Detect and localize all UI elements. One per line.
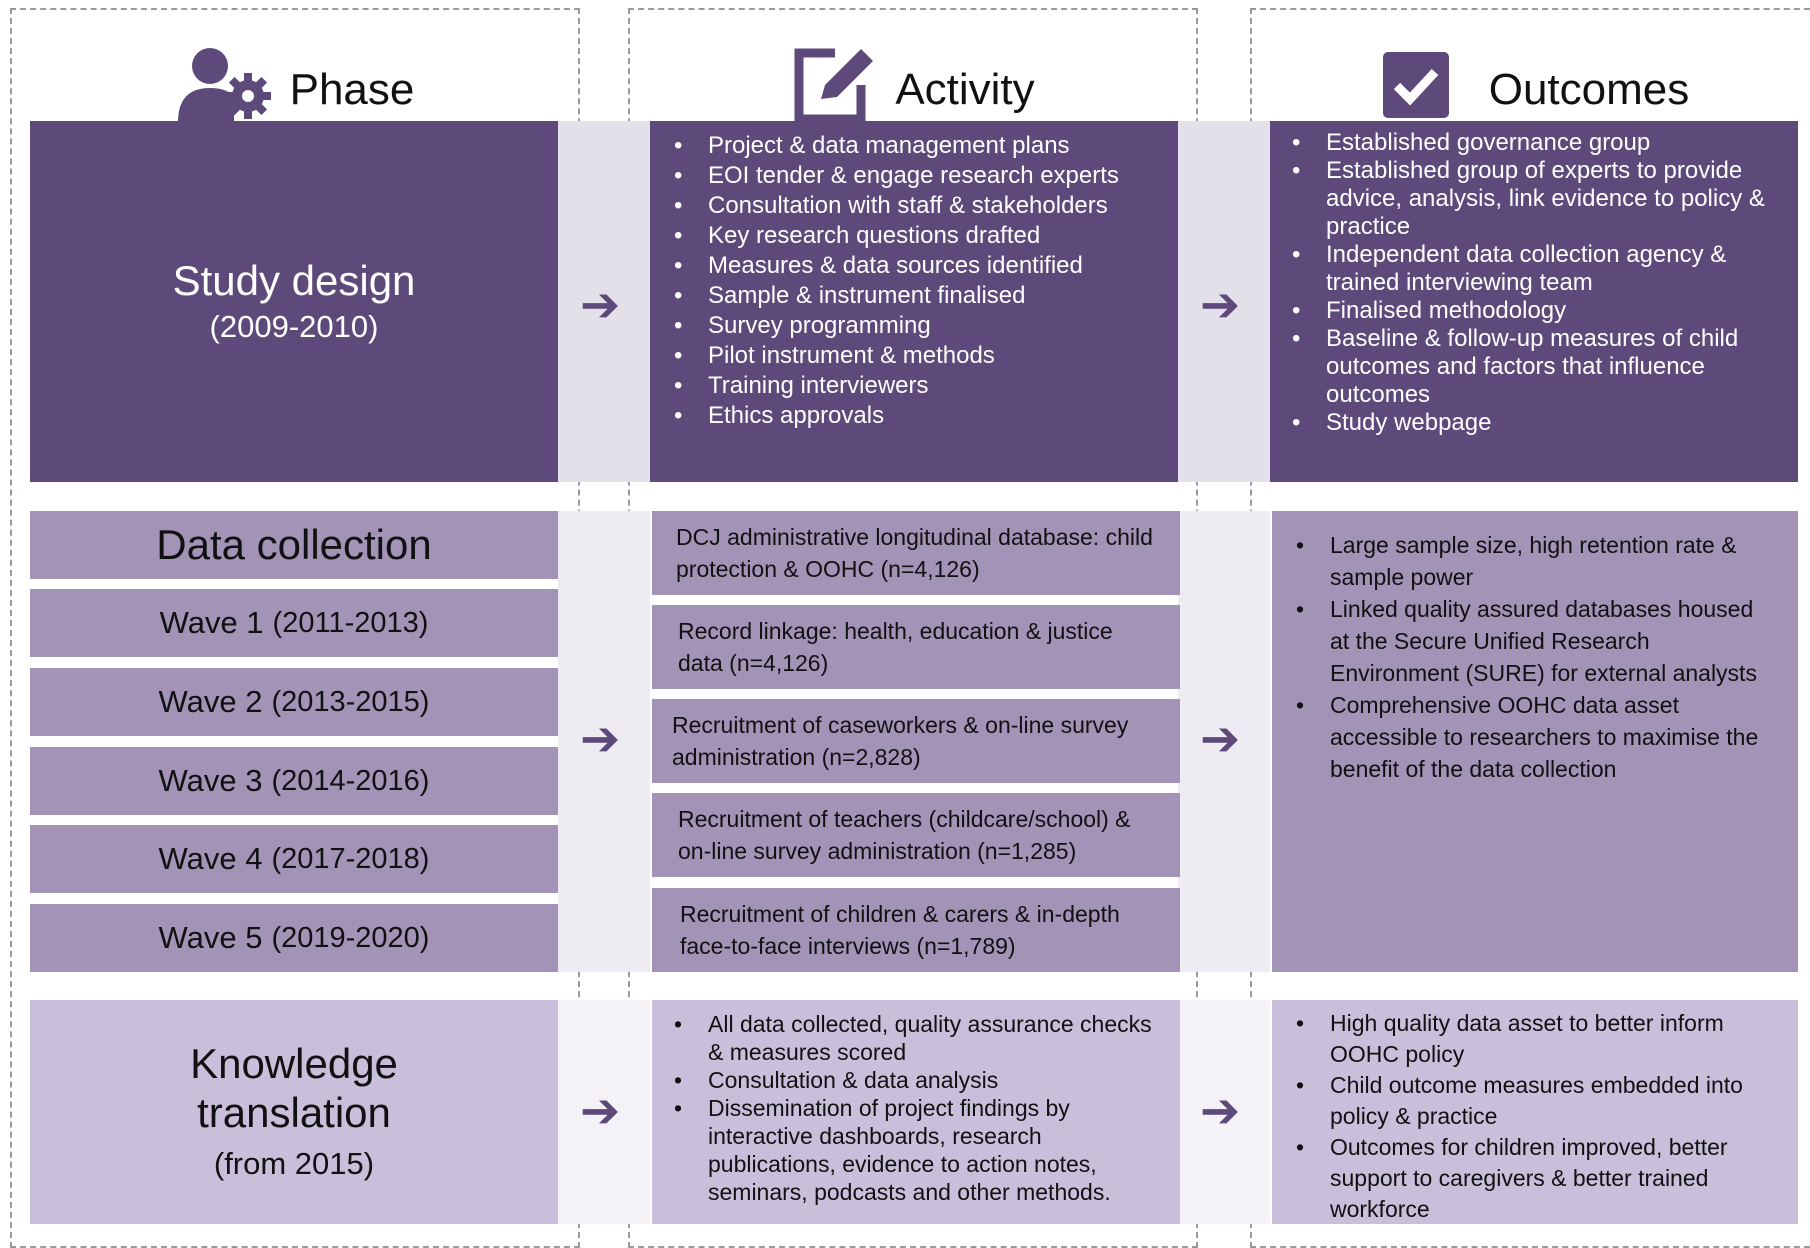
study-design-phase-box: Study design (2009-2010) [30, 121, 558, 482]
data-collection-phase-box: Data collection Wave 1(2011-2013) Wave 2… [30, 511, 558, 972]
study-design-activity-list: Project & data management plansEOI tende… [668, 131, 1158, 431]
study-design-years: (2009-2010) [209, 309, 379, 344]
outcome-item: Established group of experts to provide … [1286, 157, 1778, 241]
activity-teachers: Recruitment of teachers (childcare/schoo… [652, 793, 1180, 877]
wave-5-cell: Wave 5(2019-2020) [30, 904, 558, 972]
outcome-item: Linked quality assured databases housed … [1290, 593, 1776, 689]
activity-item: Training interviewers [668, 371, 1158, 401]
wave-2-label: Wave 2 [158, 684, 263, 719]
activity-item: Key research questions drafted [668, 221, 1158, 251]
outcome-item: Established governance group [1286, 129, 1778, 157]
activity-item: Dissemination of project findings by int… [668, 1094, 1160, 1206]
activity-item: Project & data management plans [668, 131, 1158, 161]
connector-strip-3 [558, 511, 650, 972]
activity-item: Survey programming [668, 311, 1158, 341]
outcome-item: Baseline & follow-up measures of child o… [1286, 325, 1778, 409]
wave-3-cell: Wave 3(2014-2016) [30, 747, 558, 815]
arrow-right-icon: ➔ [580, 279, 621, 332]
outcome-item: Outcomes for children improved, better s… [1290, 1132, 1774, 1225]
activity-caseworkers-text: Recruitment of caseworkers & on-line sur… [672, 712, 1129, 770]
activity-record-linkage-text: Record linkage: health, education & just… [678, 618, 1113, 676]
outcomes-header-label: Outcomes [1488, 65, 1690, 114]
wave-1-cell: Wave 1(2011-2013) [30, 589, 558, 657]
wave-1-years: (2011-2013) [272, 606, 429, 639]
wave-5-years: (2019-2020) [271, 921, 430, 954]
study-design-outcomes-list: Established governance groupEstablished … [1286, 129, 1778, 437]
wave-3-years: (2014-2016) [271, 764, 430, 797]
activity-item: Pilot instrument & methods [668, 341, 1158, 371]
outcome-item: Study webpage [1286, 409, 1778, 437]
outcomes-header: Outcomes [1250, 20, 1810, 160]
activity-children-carers: Recruitment of children & carers & in-de… [652, 888, 1180, 972]
knowledge-translation-years: (from 2015) [213, 1146, 375, 1181]
data-collection-activity-box: DCJ administrative longitudinal database… [652, 511, 1180, 972]
connector-strip-4 [1178, 511, 1270, 972]
data-collection-outcomes-box: Large sample size, high retention rate &… [1272, 511, 1798, 972]
activity-item: Measures & data sources identified [668, 251, 1158, 281]
arrow-right-icon: ➔ [1200, 1085, 1241, 1138]
wave-3-label: Wave 3 [158, 763, 263, 798]
wave-1-label: Wave 1 [159, 605, 264, 640]
outcome-item: Independent data collection agency & tra… [1286, 241, 1778, 297]
activity-item: All data collected, quality assurance ch… [668, 1010, 1160, 1066]
activity-admin-database-text: DCJ administrative longitudinal database… [676, 524, 1153, 582]
outcome-item: High quality data asset to better inform… [1290, 1008, 1774, 1070]
activity-item: EOI tender & engage research experts [668, 161, 1158, 191]
connector-strip-6 [1178, 1000, 1270, 1224]
user-gear-icon [176, 46, 272, 135]
edit-icon [791, 45, 877, 136]
study-design-title: Study design [172, 257, 416, 304]
data-collection-title: Data collection [156, 521, 432, 568]
knowledge-translation-phase-box: Knowledge translation (from 2015) [30, 1000, 558, 1224]
outcome-item: Large sample size, high retention rate &… [1290, 529, 1776, 593]
wave-2-years: (2013-2015) [271, 685, 430, 718]
data-collection-outcomes-list: Large sample size, high retention rate &… [1290, 529, 1776, 785]
knowledge-translation-activity-list: All data collected, quality assurance ch… [668, 1010, 1160, 1206]
phase-header-label: Phase [289, 65, 415, 114]
data-collection-title-cell: Data collection [30, 511, 558, 579]
connector-strip-5 [558, 1000, 650, 1224]
knowledge-translation-outcomes-box: High quality data asset to better inform… [1272, 1000, 1798, 1224]
wave-4-label: Wave 4 [158, 841, 263, 876]
activity-teachers-text: Recruitment of teachers (childcare/schoo… [678, 806, 1131, 864]
outcome-item: Child outcome measures embedded into pol… [1290, 1070, 1774, 1132]
wave-4-years: (2017-2018) [271, 842, 430, 875]
wave-4-cell: Wave 4(2017-2018) [30, 825, 558, 893]
checkbox-icon [1381, 50, 1451, 131]
wave-5-label: Wave 5 [158, 920, 263, 955]
connector-strip-2 [1178, 121, 1270, 482]
activity-item: Sample & instrument finalised [668, 281, 1158, 311]
knowledge-translation-title-line2: translation [197, 1089, 391, 1136]
activity-item: Consultation with staff & stakeholders [668, 191, 1158, 221]
outcome-item: Comprehensive OOHC data asset accessible… [1290, 689, 1776, 785]
activity-header: Activity [628, 20, 1198, 160]
activity-record-linkage: Record linkage: health, education & just… [652, 605, 1180, 689]
study-design-activity-box: Project & data management plansEOI tende… [650, 121, 1178, 482]
activity-header-label: Activity [895, 65, 1035, 114]
study-design-outcomes-box: Established governance groupEstablished … [1270, 121, 1798, 482]
phase-header: Phase [10, 20, 580, 160]
activity-item: Ethics approvals [668, 401, 1158, 431]
activity-caseworkers: Recruitment of caseworkers & on-line sur… [652, 699, 1180, 783]
activity-children-carers-text: Recruitment of children & carers & in-de… [680, 901, 1120, 959]
wave-2-cell: Wave 2(2013-2015) [30, 668, 558, 736]
knowledge-translation-outcomes-list: High quality data asset to better inform… [1290, 1008, 1774, 1225]
connector-strip-1 [558, 121, 650, 482]
knowledge-translation-title-line1: Knowledge [190, 1040, 398, 1087]
arrow-right-icon: ➔ [580, 1085, 621, 1138]
arrow-right-icon: ➔ [1200, 279, 1241, 332]
arrow-right-icon: ➔ [1200, 713, 1241, 766]
activity-item: Consultation & data analysis [668, 1066, 1160, 1094]
arrow-right-icon: ➔ [580, 713, 621, 766]
activity-admin-database: DCJ administrative longitudinal database… [652, 511, 1180, 595]
knowledge-translation-activity-box: All data collected, quality assurance ch… [652, 1000, 1180, 1224]
outcome-item: Finalised methodology [1286, 297, 1778, 325]
